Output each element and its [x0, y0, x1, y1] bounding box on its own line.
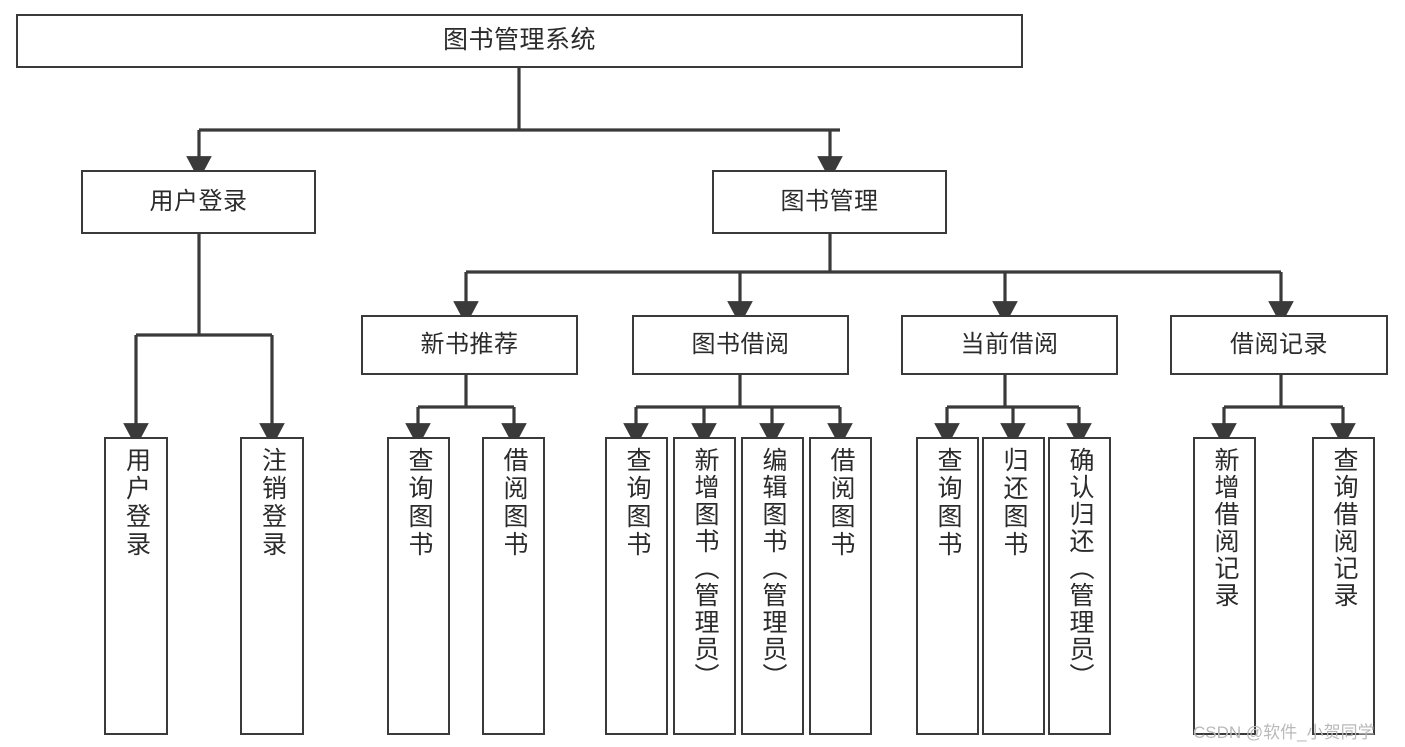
node-root[interactable]: 图书管理系统: [16, 14, 1023, 68]
leaf-current-borrow-2-label: 归还图书: [1000, 447, 1028, 559]
leaf-user-login-1[interactable]: 用户登录: [104, 437, 168, 735]
leaf-user-login-1-label: 用户登录: [122, 447, 151, 559]
leaf-current-borrow-3-label: 确认归还（管理员）: [1066, 447, 1094, 690]
leaf-current-borrow-1-label: 查询图书: [934, 447, 962, 559]
leaf-book-borrow-4[interactable]: 借阅图书: [809, 437, 872, 735]
leaf-book-borrow-2[interactable]: 新增图书（管理员）: [673, 437, 736, 735]
leaf-new-book-2-label: 借阅图书: [500, 447, 528, 559]
node-user-login[interactable]: 用户登录: [81, 170, 316, 234]
node-root-label: 图书管理系统: [442, 26, 596, 55]
node-user-login-label: 用户登录: [149, 187, 248, 215]
leaf-book-borrow-1-label: 查询图书: [623, 447, 651, 559]
leaf-new-book-1[interactable]: 查询图书: [387, 437, 450, 735]
node-new-book-recommend[interactable]: 新书推荐: [361, 315, 578, 375]
node-book-manage-label: 图书管理: [780, 187, 879, 215]
leaf-current-borrow-1[interactable]: 查询图书: [916, 437, 979, 735]
leaf-new-book-1-label: 查询图书: [405, 447, 433, 559]
leaf-new-book-2[interactable]: 借阅图书: [482, 437, 545, 735]
node-borrow-record-label: 借阅记录: [1230, 330, 1328, 358]
leaf-book-borrow-2-label: 新增图书（管理员）: [691, 447, 719, 690]
leaf-borrow-record-1-label: 新增借阅记录: [1211, 447, 1239, 609]
node-current-borrow-label: 当前借阅: [960, 330, 1059, 358]
leaf-book-borrow-4-label: 借阅图书: [827, 447, 855, 559]
leaf-borrow-record-2-label: 查询借阅记录: [1330, 447, 1358, 609]
leaf-book-borrow-1[interactable]: 查询图书: [605, 437, 668, 735]
leaf-user-login-2[interactable]: 注销登录: [240, 437, 304, 735]
leaf-book-borrow-3[interactable]: 编辑图书（管理员）: [741, 437, 804, 735]
leaf-user-login-2-label: 注销登录: [258, 447, 287, 559]
leaf-borrow-record-2[interactable]: 查询借阅记录: [1312, 437, 1375, 735]
node-borrow-record[interactable]: 借阅记录: [1170, 315, 1388, 375]
node-book-borrow-label: 图书借阅: [691, 330, 790, 358]
leaf-borrow-record-1[interactable]: 新增借阅记录: [1193, 437, 1256, 735]
leaf-book-borrow-3-label: 编辑图书（管理员）: [759, 447, 787, 690]
leaf-current-borrow-3[interactable]: 确认归还（管理员）: [1048, 437, 1111, 735]
node-book-borrow[interactable]: 图书借阅: [632, 315, 849, 375]
csdn-watermark: CSDN @软件_小贺同学: [1193, 723, 1375, 742]
node-book-manage[interactable]: 图书管理: [712, 170, 947, 234]
node-current-borrow[interactable]: 当前借阅: [901, 315, 1118, 375]
node-new-book-recommend-label: 新书推荐: [420, 330, 519, 358]
leaf-current-borrow-2[interactable]: 归还图书: [982, 437, 1045, 735]
